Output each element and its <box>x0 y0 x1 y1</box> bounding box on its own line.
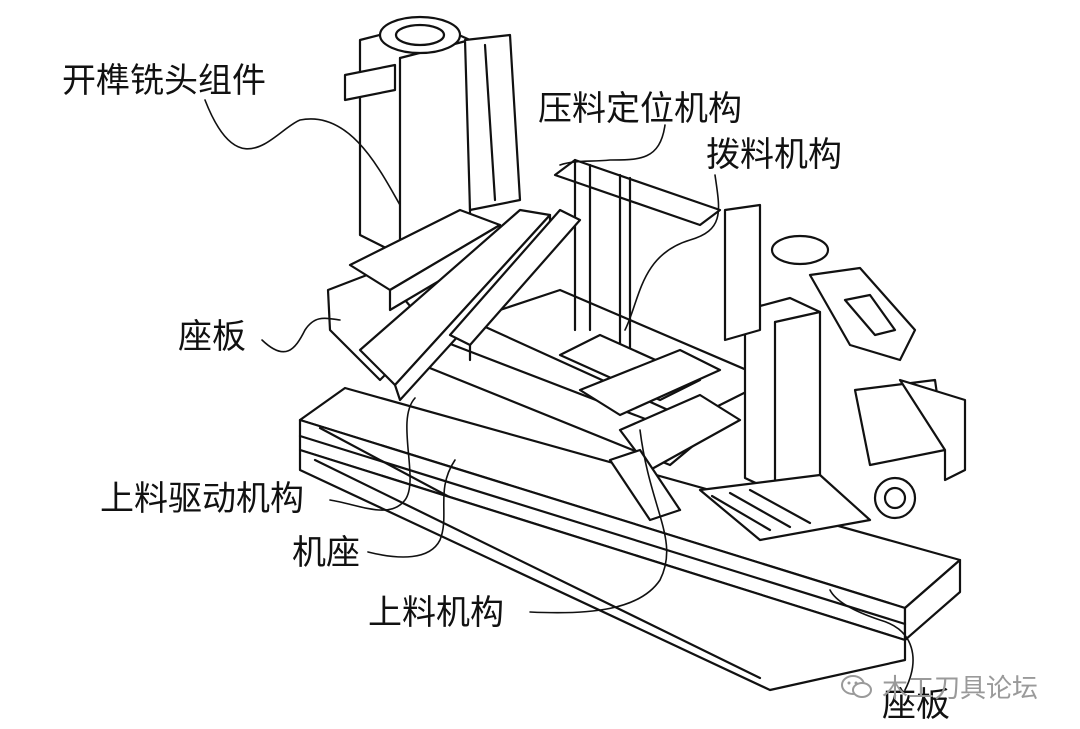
label-material-pulling: 拨料机构 <box>706 135 842 175</box>
material-pulling-mechanism <box>578 348 742 522</box>
tenon-milling-head-assembly <box>343 15 522 312</box>
leader-feeding-mechanism <box>529 429 668 614</box>
leader-machine-base <box>367 459 456 558</box>
label-seat-plate-right: 座板 <box>882 685 950 725</box>
leader-seat-plate-left <box>261 317 341 353</box>
feed-arm <box>358 208 582 402</box>
label-feeding-mechanism: 上料机构 <box>368 593 504 633</box>
label-seat-plate-left: 座板 <box>178 317 246 357</box>
right-milling-head <box>698 203 967 542</box>
machine-base-body <box>298 386 962 692</box>
label-machine-base: 机座 <box>292 533 360 573</box>
leader-material-pulling <box>624 174 720 331</box>
watermark: 木工刀具论坛 <box>840 668 1038 705</box>
label-tenon-milling-head: 开榫铣头组件 <box>62 61 266 101</box>
watermark-text: 木工刀具论坛 <box>882 674 1039 704</box>
leader-seat-plate-right <box>829 589 914 691</box>
leader-tenon-milling-head <box>204 99 401 206</box>
leader-feed-drive <box>329 397 416 511</box>
wechat-icon <box>841 674 872 698</box>
label-pressing-positioning: 压料定位机构 <box>538 89 742 129</box>
label-feed-drive: 上料驱动机构 <box>100 479 304 519</box>
leader-pressing-positioning <box>559 124 666 166</box>
